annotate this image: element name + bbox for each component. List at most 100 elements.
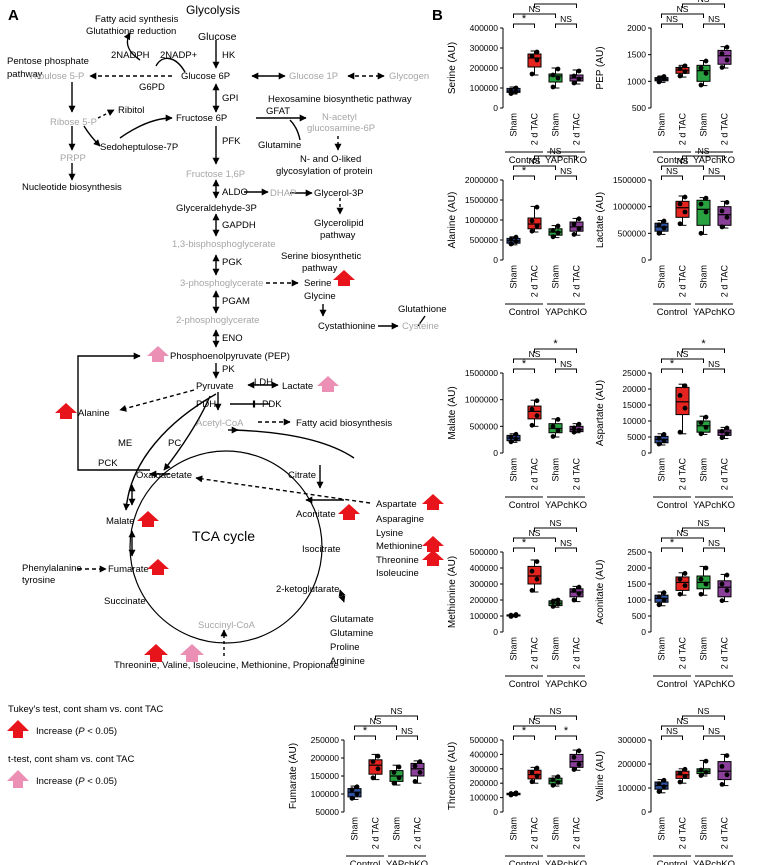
data-point — [677, 393, 683, 398]
metabolic-pathway-diagram: Glycolysis Fatty acid synthesis Glutathi… — [7, 3, 447, 788]
group-label: Control — [509, 859, 540, 865]
significance-label: NS — [401, 726, 413, 736]
red-up-arrow-aspartate — [422, 494, 444, 510]
label-oxaloacetate: Oxaloacetate — [136, 470, 192, 481]
comparison-bracket — [555, 547, 577, 552]
comparison-bracket — [534, 527, 577, 532]
data-point — [391, 780, 397, 786]
label-glutamine-tca: Glutamine — [330, 628, 373, 639]
box-3 — [717, 206, 732, 226]
label-ribitol: Ribitol — [118, 105, 144, 116]
label-phenylalanine: Phenylalanine — [22, 563, 82, 574]
category-label: Sham — [509, 458, 519, 482]
data-point — [576, 748, 582, 754]
pink-up-arrow-pep — [147, 346, 169, 362]
y-tick-label: 500 — [632, 611, 646, 621]
data-point — [677, 591, 683, 597]
significance-label: NS — [529, 716, 541, 726]
label-gpi: GPI — [222, 93, 238, 104]
label-serine: Serine — [304, 278, 331, 289]
significance-label: NS — [708, 726, 720, 736]
data-point — [534, 413, 540, 419]
y-tick-label: 0 — [493, 448, 498, 458]
data-point — [719, 224, 725, 230]
data-point — [534, 223, 540, 229]
data-point — [724, 214, 730, 220]
data-point — [703, 581, 709, 587]
data-point — [576, 216, 582, 222]
comparison-bracket — [661, 725, 704, 730]
category-label: Sham — [657, 637, 667, 661]
significance-label: NS — [550, 146, 562, 156]
data-point — [550, 777, 556, 782]
category-label: Sham — [699, 265, 709, 289]
label-lactate: Lactate — [282, 381, 313, 392]
data-point — [724, 200, 730, 205]
comparison-bracket — [703, 735, 725, 740]
comparison-bracket — [555, 175, 577, 180]
box-plot-methionine: 0100000200000300000400000500000Methionin… — [447, 518, 587, 690]
legend-red-arrow-icon — [7, 720, 29, 738]
data-point — [508, 434, 514, 440]
data-point — [555, 75, 561, 81]
comparison-bracket — [534, 715, 577, 720]
comparison-bracket — [513, 23, 535, 28]
data-point — [534, 398, 540, 404]
category-label: Sham — [551, 113, 561, 137]
data-point — [576, 584, 582, 590]
data-point — [513, 431, 519, 437]
significance-label: NS — [529, 528, 541, 538]
significance-label: NS — [550, 518, 562, 528]
data-point — [513, 239, 519, 245]
category-label: Sham — [509, 113, 519, 137]
category-label: 2 d TAC — [572, 817, 582, 850]
significance-label: * — [553, 338, 558, 350]
y-tick-label: 500 — [632, 103, 646, 113]
data-point — [571, 425, 577, 431]
group-label: YAPchKO — [545, 307, 587, 318]
category-label: 2 d TAC — [371, 817, 381, 850]
label-succinyl-coa: Succinyl-CoA — [198, 620, 256, 631]
label-alanine: Alanine — [78, 408, 110, 419]
y-axis-label: Aconitate (AU) — [595, 559, 606, 624]
y-tick-label: 300000 — [470, 579, 499, 589]
comparison-bracket — [703, 368, 725, 373]
label-gfat: GFAT — [266, 106, 290, 117]
y-tick-label: 1500000 — [465, 195, 498, 205]
label-hk: HK — [222, 50, 236, 61]
group-label: Control — [657, 500, 688, 511]
comparison-bracket — [661, 547, 683, 552]
group-label: Control — [657, 307, 688, 318]
data-point — [534, 576, 540, 582]
significance-label: * — [701, 338, 706, 350]
category-label: 2 d TAC — [678, 458, 688, 491]
red-up-arrow-methionine — [422, 536, 444, 552]
significance-label: NS — [698, 518, 710, 528]
label-n-acetyl: N-acetyl — [322, 112, 357, 123]
category-label: 2 d TAC — [530, 113, 540, 146]
data-point — [534, 773, 540, 779]
data-point — [677, 66, 683, 71]
label-g6pd: G6PD — [139, 82, 165, 93]
significance-label: * — [564, 725, 569, 737]
y-tick-label: 100000 — [470, 611, 499, 621]
label-ribulose-5p: Ribulose 5-P — [30, 71, 84, 82]
category-label: Sham — [657, 265, 667, 289]
group-label: Control — [657, 859, 688, 865]
data-point — [417, 770, 423, 775]
data-point — [349, 795, 355, 801]
data-point — [661, 777, 667, 783]
data-point — [550, 782, 556, 788]
category-label: Sham — [551, 265, 561, 289]
data-point — [576, 762, 582, 767]
legend-red-increase-label: Increase (P < 0.05) — [36, 726, 117, 737]
data-point — [513, 612, 519, 617]
y-axis-label: PEP (AU) — [595, 46, 606, 89]
y-tick-label: 15000 — [622, 400, 646, 410]
comparison-bracket — [513, 735, 535, 740]
data-point — [661, 784, 667, 790]
label-glucose: Glucose — [198, 31, 237, 43]
